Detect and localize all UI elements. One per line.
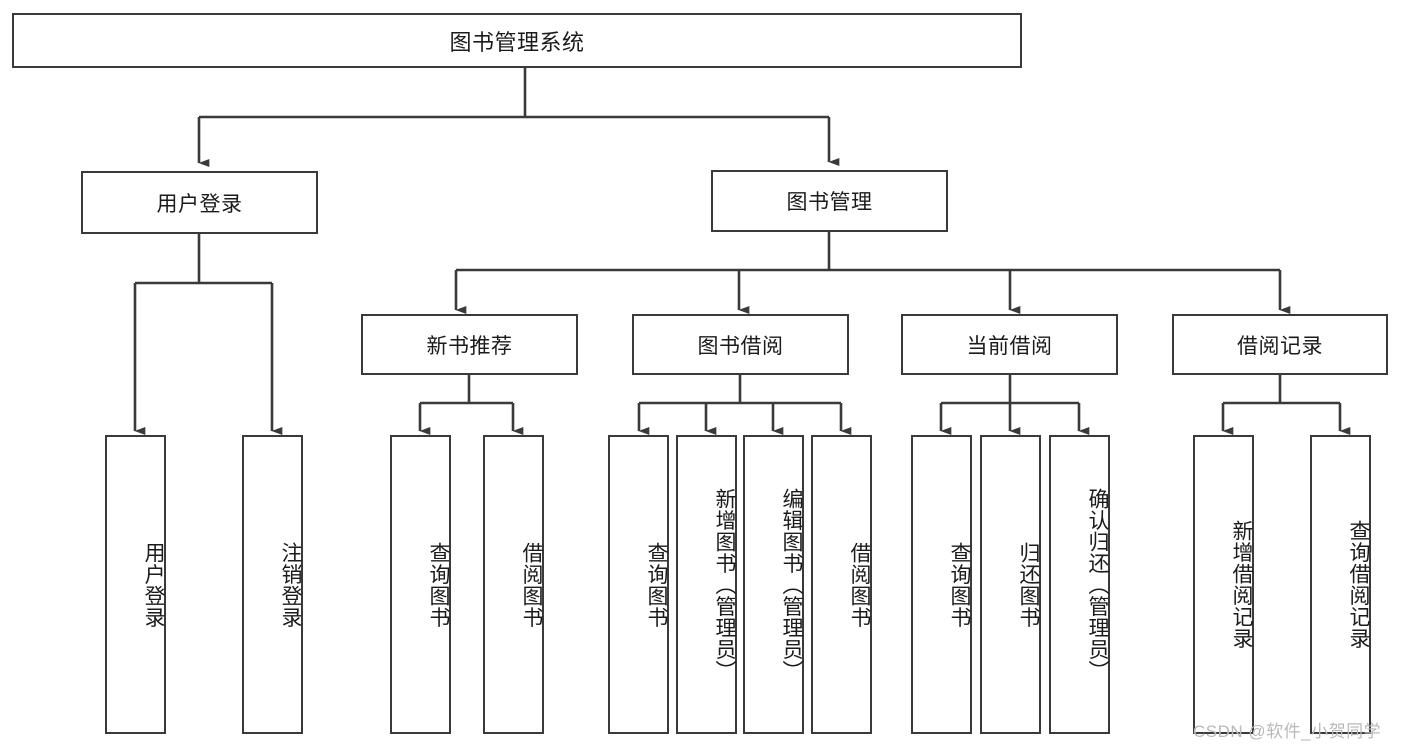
node-leaf-query-book-2-label: 查询图书 <box>645 541 668 628</box>
node-leaf-user-login[interactable]: 用户登录 <box>105 435 166 734</box>
watermark: CSDN @软件_小贺同学 <box>1193 722 1382 741</box>
node-user-login[interactable]: 用户登录 <box>81 171 318 234</box>
node-leaf-logout[interactable]: 注销登录 <box>242 435 303 734</box>
node-leaf-confirm-return[interactable]: 确认归还（管理员） <box>1049 435 1110 734</box>
node-book-management-label: 图书管理 <box>786 191 873 214</box>
node-leaf-add-book[interactable]: 新增图书（管理员） <box>676 435 737 734</box>
node-leaf-add-record-label: 新增借阅记录 <box>1230 520 1253 649</box>
node-leaf-edit-book-label: 编辑图书（管理员） <box>780 487 803 682</box>
node-leaf-logout-label: 注销登录 <box>279 541 302 628</box>
node-leaf-add-book-label: 新增图书（管理员） <box>713 487 736 682</box>
node-current-borrowing-label: 当前借阅 <box>966 334 1053 358</box>
node-book-borrowing[interactable]: 图书借阅 <box>632 314 849 375</box>
node-leaf-query-book-3-label: 查询图书 <box>948 541 971 628</box>
node-leaf-edit-book[interactable]: 编辑图书（管理员） <box>743 435 804 734</box>
node-leaf-query-book-1[interactable]: 查询图书 <box>390 435 451 734</box>
node-leaf-confirm-return-label: 确认归还（管理员） <box>1086 487 1109 682</box>
node-leaf-add-record[interactable]: 新增借阅记录 <box>1193 435 1254 734</box>
node-leaf-query-record[interactable]: 查询借阅记录 <box>1310 435 1371 734</box>
node-leaf-borrow-book-1-label: 借阅图书 <box>520 541 543 628</box>
node-root-label: 图书管理系统 <box>449 29 585 55</box>
node-leaf-query-book-2[interactable]: 查询图书 <box>608 435 669 734</box>
node-user-login-label: 用户登录 <box>156 192 243 216</box>
node-leaf-borrow-book-2-label: 借阅图书 <box>848 541 871 628</box>
node-leaf-borrow-book-2[interactable]: 借阅图书 <box>811 435 872 734</box>
node-leaf-query-book-1-label: 查询图书 <box>427 541 450 628</box>
node-leaf-query-record-label: 查询借阅记录 <box>1347 520 1370 649</box>
node-borrowing-record-label: 借阅记录 <box>1237 334 1323 358</box>
node-new-book-recommendation[interactable]: 新书推荐 <box>361 314 578 375</box>
node-leaf-query-book-3[interactable]: 查询图书 <box>911 435 972 734</box>
node-leaf-return-book[interactable]: 归还图书 <box>980 435 1041 734</box>
node-leaf-borrow-book-1[interactable]: 借阅图书 <box>483 435 544 734</box>
node-new-book-recommendation-label: 新书推荐 <box>426 334 513 358</box>
node-leaf-return-book-label: 归还图书 <box>1017 541 1040 628</box>
node-current-borrowing[interactable]: 当前借阅 <box>901 314 1118 375</box>
node-root[interactable]: 图书管理系统 <box>12 13 1022 68</box>
node-borrowing-record[interactable]: 借阅记录 <box>1172 314 1388 375</box>
node-leaf-user-login-label: 用户登录 <box>142 541 165 628</box>
node-book-borrowing-label: 图书借阅 <box>697 334 784 358</box>
node-book-management[interactable]: 图书管理 <box>711 170 948 232</box>
